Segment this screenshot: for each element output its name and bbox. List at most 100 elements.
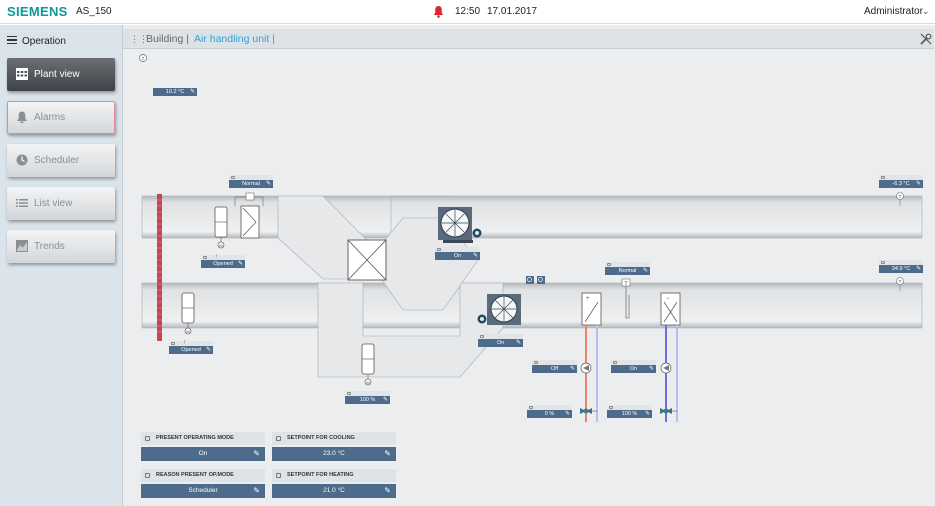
edit-icon[interactable]: ✎ bbox=[569, 366, 575, 372]
cooling-valve-icon[interactable] bbox=[660, 408, 677, 414]
brand-logo: SIEMENS bbox=[7, 4, 68, 19]
outdoor-temp-value: 10.2 °C bbox=[165, 89, 185, 95]
sidebar-item-label: List view bbox=[34, 198, 73, 209]
grid-menu-icon[interactable]: ⋮⋮ bbox=[130, 34, 148, 44]
heating-valve-tag[interactable]: 0 %✎ bbox=[527, 405, 572, 418]
filter-status-tag[interactable]: Normal ✎ bbox=[229, 175, 273, 188]
heating-setpoint-field[interactable]: 21.0 °C ✎ bbox=[272, 484, 396, 498]
exhaust-damper-icon[interactable]: M bbox=[214, 206, 228, 249]
breadcrumb-building[interactable]: Building | bbox=[146, 33, 190, 45]
supply-fan-icon[interactable] bbox=[477, 294, 522, 325]
cooling-pump-tag[interactable]: On ✎ bbox=[611, 360, 656, 373]
link-icon[interactable] bbox=[526, 276, 545, 284]
current-date: 17.01.2017 bbox=[487, 6, 538, 17]
breadcrumb: ⋮⋮ Building | Air handling unit | bbox=[123, 29, 934, 49]
reason-mode-label: REASON PRESENT OP.MODE bbox=[156, 472, 234, 478]
edit-icon[interactable]: ✎ bbox=[915, 266, 921, 272]
operating-mode-field[interactable]: On ✎ bbox=[141, 447, 265, 461]
supply-fan-tag[interactable]: On✎ bbox=[478, 334, 523, 347]
info-icon bbox=[145, 473, 150, 478]
edit-icon[interactable]: ✎ bbox=[564, 411, 570, 417]
cooling-valve-tag[interactable]: 100 %✎ bbox=[607, 405, 652, 418]
edit-icon[interactable]: ✎ bbox=[382, 397, 388, 403]
outdoor-temp-sensor-icon[interactable]: T bbox=[139, 54, 147, 62]
sidebar-item-list-view[interactable]: List view bbox=[7, 187, 115, 220]
user-menu[interactable]: Administrator bbox=[864, 6, 923, 17]
heating-valve-icon[interactable] bbox=[580, 408, 597, 414]
edit-icon[interactable]: ✎ bbox=[648, 366, 654, 372]
cooling-coil-icon[interactable]: − bbox=[660, 292, 681, 326]
sidebar-item-plant-view[interactable]: Plant view bbox=[7, 58, 115, 91]
sidebar-item-label: Trends bbox=[34, 241, 65, 252]
supply-duct bbox=[141, 217, 923, 378]
frost-sensor-icon[interactable]: T bbox=[621, 278, 631, 319]
chevron-down-icon[interactable]: ⌄ bbox=[922, 6, 930, 16]
outside-air-damper-icon[interactable]: M bbox=[181, 292, 195, 335]
edit-icon[interactable]: ✎ bbox=[515, 340, 521, 346]
heating-coil-icon[interactable]: + bbox=[581, 292, 602, 326]
bypass-damper-tag[interactable]: 100 %✎ bbox=[345, 391, 390, 404]
edit-icon[interactable]: ✎ bbox=[642, 268, 648, 274]
sidebar-item-label: Scheduler bbox=[34, 155, 80, 166]
edit-icon[interactable]: ✎ bbox=[237, 261, 243, 267]
edit-icon[interactable]: ✎ bbox=[253, 449, 260, 458]
cooling-setpoint-field[interactable]: 23.0 °C✎ bbox=[272, 447, 396, 461]
heat-recovery-exchanger[interactable] bbox=[347, 239, 387, 281]
cooling-pipes bbox=[665, 325, 678, 422]
edit-icon[interactable]: ✎ bbox=[384, 486, 391, 495]
station-name: AS_150 bbox=[76, 6, 112, 17]
heating-pump-icon[interactable] bbox=[580, 362, 592, 374]
svg-text:+: + bbox=[586, 296, 590, 302]
edit-icon[interactable]: ✎ bbox=[253, 486, 260, 495]
exhaust-fan-tag[interactable]: On✎ bbox=[435, 247, 480, 260]
air-handling-diagram: T bbox=[139, 54, 923, 422]
cooling-setpoint-label: SETPOINT FOR COOLING bbox=[287, 435, 355, 441]
frost-status-tag[interactable]: Normal ✎ bbox=[605, 262, 650, 275]
list-icon bbox=[16, 199, 28, 207]
filter-icon[interactable] bbox=[234, 192, 264, 239]
cooling-pump-icon[interactable] bbox=[660, 362, 672, 374]
exhaust-fan-icon[interactable] bbox=[438, 207, 482, 243]
outdoor-temp-tag[interactable]: 10.2 °C ✎ bbox=[153, 83, 197, 96]
info-icon bbox=[145, 436, 150, 441]
trend-icon bbox=[16, 240, 28, 252]
breadcrumb-air-handling-unit[interactable]: Air handling unit | bbox=[194, 33, 275, 45]
filter-status-value: Normal bbox=[242, 181, 260, 187]
edit-icon[interactable]: ✎ bbox=[265, 181, 271, 187]
extract-temp-tag[interactable]: -6.3 °C✎ bbox=[879, 175, 923, 188]
main-content: ⋮⋮ Building | Air handling unit | T bbox=[122, 25, 935, 506]
tools-icon[interactable] bbox=[920, 33, 932, 45]
edit-icon[interactable]: ✎ bbox=[384, 449, 391, 458]
sidebar-title: Operation bbox=[22, 36, 66, 47]
reason-mode-field[interactable]: Scheduler✎ bbox=[141, 484, 265, 498]
sidebar-item-scheduler[interactable]: Scheduler bbox=[7, 144, 115, 177]
sidebar-item-trends[interactable]: Trends bbox=[7, 230, 115, 263]
operating-mode-value: On bbox=[198, 450, 208, 457]
supply-temp-sensor-icon[interactable]: T bbox=[896, 277, 904, 292]
supply-temp-tag[interactable]: 34.9 °C ✎ bbox=[879, 260, 923, 273]
heating-pump-tag[interactable]: Off✎ bbox=[532, 360, 577, 373]
sidebar-header[interactable]: Operation bbox=[7, 36, 66, 47]
supply-temp-value: 34.9 °C bbox=[891, 266, 911, 272]
svg-text:M: M bbox=[219, 243, 222, 248]
edit-icon[interactable]: ✎ bbox=[189, 89, 195, 95]
heating-setpoint-value: 21.0 °C bbox=[323, 487, 345, 494]
edit-icon[interactable]: ✎ bbox=[644, 411, 650, 417]
operating-mode-panel: PRESENT OPERATING MODE On✎ bbox=[141, 432, 265, 462]
frost-status-value: Normal bbox=[618, 268, 637, 274]
alarm-bell-icon[interactable] bbox=[433, 5, 444, 18]
outside-damper-tag[interactable]: ! Opened✎ bbox=[169, 340, 213, 354]
alarm-marker: ! bbox=[216, 254, 218, 260]
sidebar-item-alarms[interactable]: Alarms bbox=[7, 101, 115, 134]
svg-text:M: M bbox=[366, 380, 369, 385]
edit-icon[interactable]: ✎ bbox=[915, 181, 921, 187]
cooling-pump-value: On bbox=[629, 366, 638, 372]
edit-icon[interactable]: ✎ bbox=[472, 253, 478, 259]
edit-icon[interactable]: ✎ bbox=[205, 347, 211, 353]
extract-temp-sensor-icon[interactable]: T bbox=[896, 192, 904, 207]
menu-icon[interactable] bbox=[7, 36, 17, 45]
top-bar: SIEMENS AS_150 12:50 17.01.2017 Administ… bbox=[0, 0, 935, 24]
bypass-damper-icon[interactable]: M bbox=[361, 343, 375, 386]
info-icon bbox=[276, 436, 281, 441]
exhaust-damper-tag[interactable]: ! Opened✎ bbox=[201, 254, 245, 268]
